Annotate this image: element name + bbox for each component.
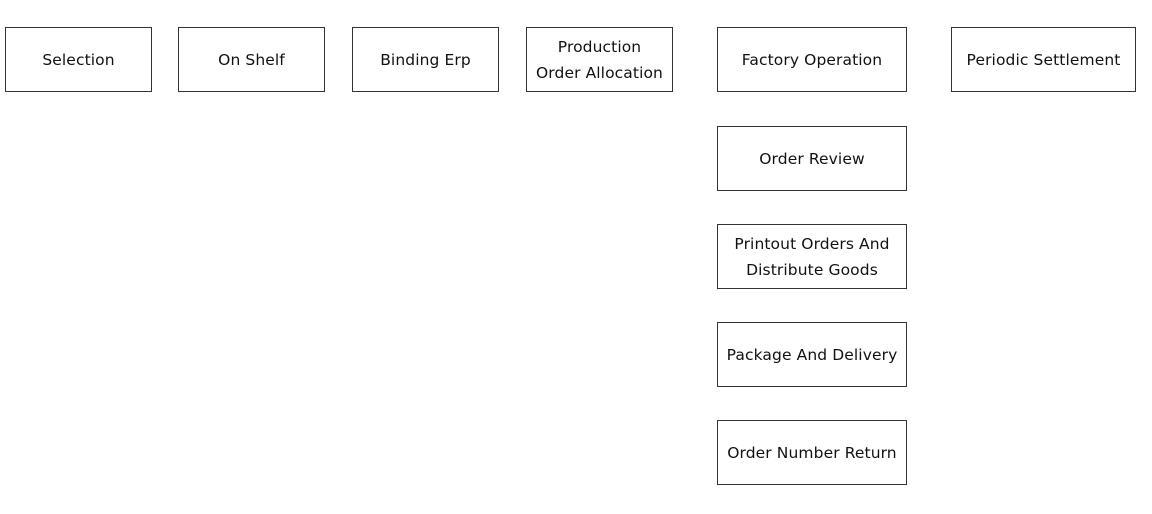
package-delivery-box: Package And Delivery — [717, 322, 907, 387]
order-review-box: Order Review — [717, 126, 907, 191]
factory-operation-label: Factory Operation — [741, 50, 883, 69]
selection-label: Selection — [42, 50, 115, 69]
order-number-return-box: Order Number Return — [717, 420, 907, 485]
order-review-label: Order Review — [759, 149, 865, 168]
on-shelf-label: On Shelf — [218, 50, 285, 69]
on-shelf-box: On Shelf — [178, 27, 325, 92]
production-order-allocation-box: Production Order Allocation — [526, 27, 673, 92]
package-delivery-label: Package And Delivery — [726, 345, 898, 364]
printout-orders-box: Printout Orders And Distribute Goods — [717, 224, 907, 289]
binding-erp-box: Binding Erp — [352, 27, 499, 92]
selection-box: Selection — [5, 27, 152, 92]
factory-operation-box: Factory Operation — [717, 27, 907, 92]
printout-orders-label: Printout Orders And Distribute Goods — [734, 234, 890, 279]
order-number-return-label: Order Number Return — [727, 443, 897, 462]
production-order-allocation-label: Production Order Allocation — [536, 37, 663, 82]
binding-erp-label: Binding Erp — [380, 50, 471, 69]
periodic-settlement-box: Periodic Settlement — [951, 27, 1136, 92]
periodic-settlement-label: Periodic Settlement — [966, 50, 1121, 69]
